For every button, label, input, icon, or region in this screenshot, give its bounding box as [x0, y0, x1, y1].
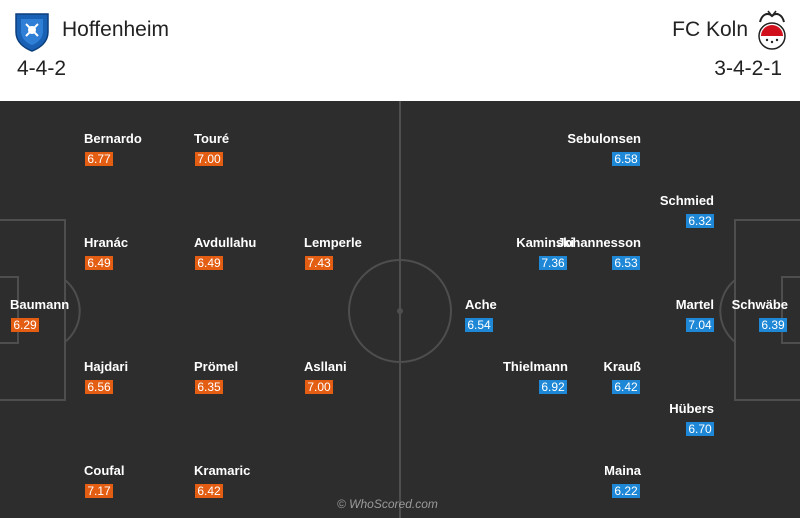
whoscored-watermark: © WhoScored.com [337, 497, 438, 511]
player-rating: 7.43 [305, 256, 333, 270]
player-name[interactable]: Prömel [194, 359, 239, 374]
player-name[interactable]: Bernardo [84, 131, 142, 146]
player-name[interactable]: Krauß [603, 359, 641, 374]
player-rating: 6.58 [612, 152, 640, 166]
player-name[interactable]: Johannesson [557, 235, 641, 250]
player-name[interactable]: Coufal [84, 463, 125, 478]
player-name[interactable]: Baumann [10, 297, 70, 312]
player-rating: 6.22 [612, 484, 640, 498]
player-name[interactable]: Ache [465, 297, 497, 312]
player-rating: 6.29 [11, 318, 39, 332]
player-rating: 6.42 [195, 484, 223, 498]
player-rating: 6.39 [759, 318, 787, 332]
player-name[interactable]: Asllani [304, 359, 347, 374]
player-rating: 7.00 [195, 152, 223, 166]
home-formation: 4-4-2 [17, 57, 67, 80]
player-rating: 6.53 [612, 256, 640, 270]
player-rating: 6.56 [85, 380, 113, 394]
player-rating: 6.32 [686, 214, 714, 228]
player-rating: 6.92 [539, 380, 567, 394]
player-name[interactable]: Schwäbe [731, 297, 788, 312]
player-rating: 6.49 [195, 256, 223, 270]
pitch: Bernardo 6.77 Touré 7.00 Hranác 6.49 Avd… [0, 101, 800, 518]
player-rating: 6.49 [85, 256, 113, 270]
player-rating: 6.35 [195, 380, 223, 394]
player-name[interactable]: Thielmann [502, 359, 568, 374]
pitch-markings [0, 101, 800, 518]
away-team-name[interactable]: FC Koln [672, 18, 748, 41]
player-name[interactable]: Maina [604, 463, 641, 478]
player-rating: 7.36 [539, 256, 567, 270]
player-name[interactable]: Sebulonsen [567, 131, 641, 146]
player-name[interactable]: Hajdari [84, 359, 129, 374]
player-rating: 6.54 [465, 318, 493, 332]
player-name[interactable]: Touré [194, 131, 230, 146]
home-team-name[interactable]: Hoffenheim [62, 18, 170, 41]
player-name[interactable]: Hübers [669, 401, 714, 416]
player-rating: 7.17 [85, 484, 113, 498]
player-name[interactable]: Martel [675, 297, 714, 312]
player-rating: 7.04 [686, 318, 714, 332]
player-name[interactable]: Lemperle [304, 235, 362, 250]
player-name[interactable]: Kaminski [516, 235, 574, 250]
player-rating: 6.42 [612, 380, 640, 394]
match-header: Hoffenheim 4-4-2 FC Koln 3-4-2-1 [0, 0, 800, 101]
player-name[interactable]: Schmied [659, 193, 714, 208]
player-rating: 6.70 [686, 422, 714, 436]
away-formation: 3-4-2-1 [714, 57, 782, 80]
player-name[interactable]: Avdullahu [194, 235, 257, 250]
hoffenheim-crest-icon [12, 10, 52, 52]
fc-koln-crest-icon [752, 10, 792, 52]
player-name[interactable]: Kramaric [194, 463, 251, 478]
player-name[interactable]: Hranác [84, 235, 129, 250]
player-rating: 7.00 [305, 380, 333, 394]
player-rating: 6.77 [85, 152, 113, 166]
